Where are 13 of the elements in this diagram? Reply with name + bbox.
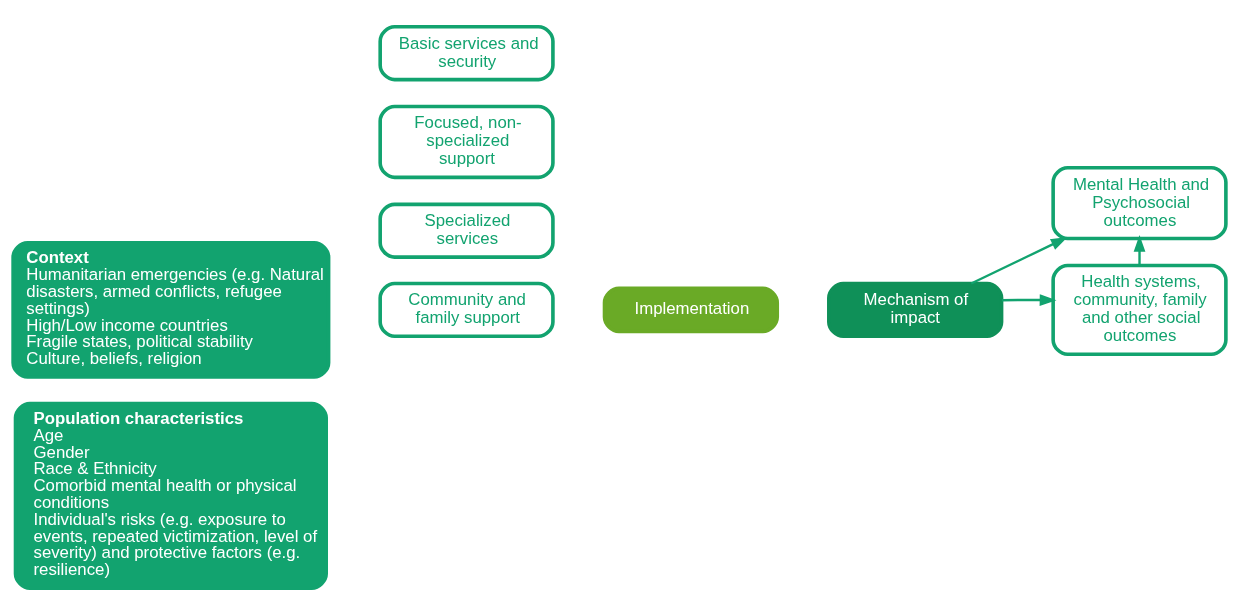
node-box: Specialized services: [378, 202, 555, 259]
node-box: Implementation: [602, 286, 780, 334]
arrow: [1001, 294, 1057, 306]
node-box: Context Humanitarian emergencies (e.g. Natural disasters, armed conflicts, refugee settings) High/Low income countries Fragile states, political stability Culture, beliefs, religion: [11, 240, 331, 379]
node-box: Community and family support: [378, 281, 555, 339]
node-box: Health systems, community, family and other social outcomes: [1051, 263, 1228, 357]
node-box: Focused, non-specialized support: [378, 104, 555, 180]
node-box: Mental Health and Psychosocial outcomes: [1051, 165, 1228, 241]
node-box: Basic services and security: [378, 25, 555, 82]
arrow: [970, 237, 1068, 285]
node-box: Mechanism of impact: [827, 281, 1004, 339]
arrow: [1133, 234, 1146, 266]
node-box: Population characteristics Age Gender Race & Ethnicity Comorbid mental health or physical conditions Individual's risks (e.g. exposure to events, repeated victimization, level of severity) and protective factors (e.g. resilience): [13, 401, 328, 590]
